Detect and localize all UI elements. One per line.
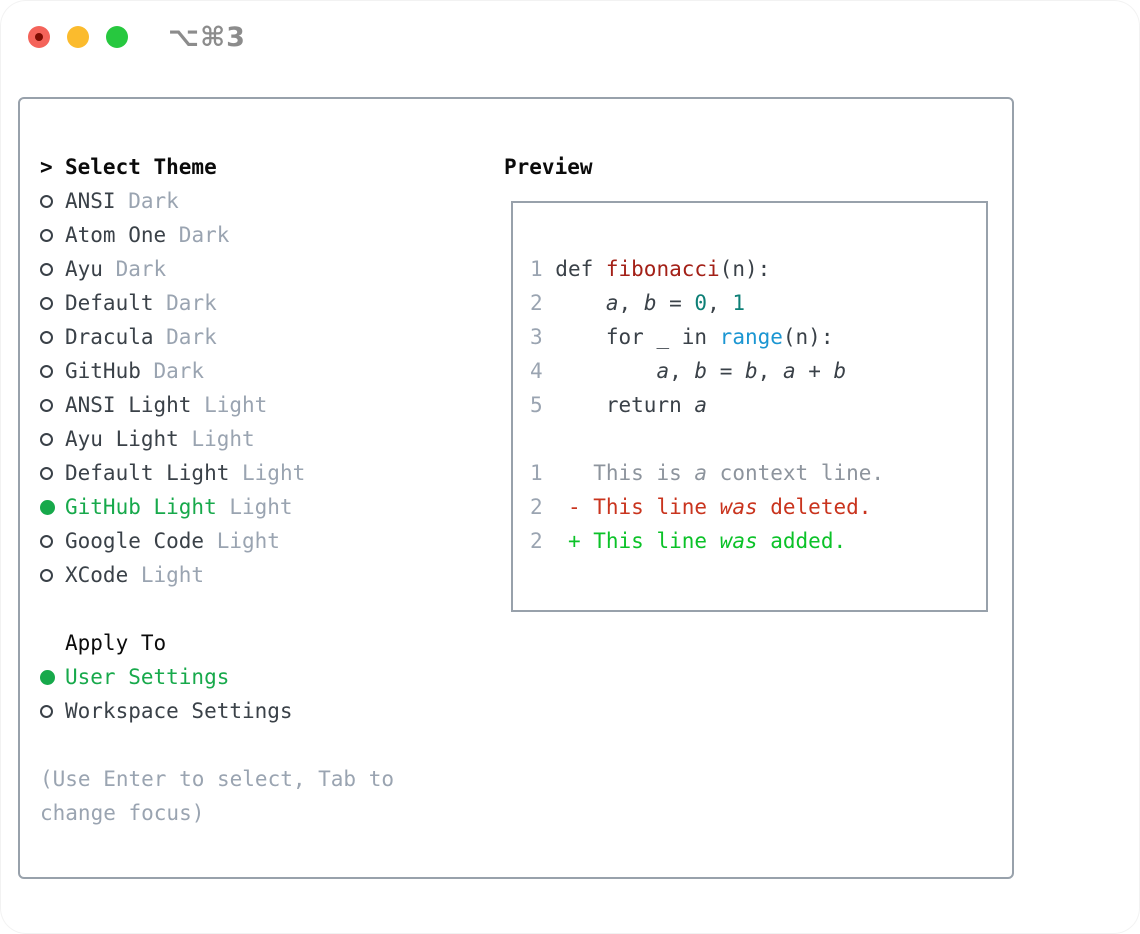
radio-unselected-icon <box>40 466 65 480</box>
radio-unselected-icon <box>40 534 65 548</box>
code-line: 2 a, b = 0, 1 <box>530 291 746 315</box>
apply-option[interactable]: Workspace Settings <box>40 694 420 728</box>
theme-option[interactable]: Ayu Light Light <box>40 422 420 456</box>
option-variant-tag: Dark <box>166 325 217 349</box>
theme-option[interactable]: Dracula Dark <box>40 320 420 354</box>
option-label: ANSI Light <box>65 393 192 417</box>
code-line: 5 return a <box>530 393 708 417</box>
code-line: 1 def fibonacci(n): <box>530 257 771 281</box>
option-label: GitHub <box>65 359 141 383</box>
code-line <box>530 422 986 456</box>
theme-option[interactable]: XCode Light <box>40 558 420 592</box>
option-label: Workspace Settings <box>65 699 293 723</box>
option-label: XCode <box>65 563 129 587</box>
code-line: 1 This is a context line. <box>530 461 885 485</box>
prompt-icon: > <box>40 155 53 179</box>
radio-unselected-icon <box>40 228 65 242</box>
option-label: Atom One <box>65 223 167 247</box>
option-label: Default <box>65 291 154 315</box>
window-shortcut-label: ⌥⌘3 <box>168 22 246 53</box>
code-lines: 1 def fibonacci(n): 2 a, b = 0, 1 3 for _ … <box>530 252 986 558</box>
option-variant-tag: Light <box>191 427 255 451</box>
preview-code-box: 1 def fibonacci(n): 2 a, b = 0, 1 3 for _ … <box>511 201 988 612</box>
option-variant-tag: Light <box>140 563 205 587</box>
minimize-button[interactable] <box>67 26 89 48</box>
theme-option[interactable]: Ayu Dark <box>40 252 420 286</box>
option-label: Default Light <box>65 461 230 485</box>
option-variant-tag: Light <box>216 529 280 553</box>
theme-option[interactable]: Atom One Dark <box>40 218 420 252</box>
option-label: User Settings <box>65 665 230 689</box>
theme-option[interactable]: GitHub Light Light <box>40 490 420 524</box>
code-line: 4 a, b = b, a + b <box>530 359 847 383</box>
option-variant-tag: Dark <box>153 359 205 383</box>
option-variant-tag: Dark <box>115 257 167 281</box>
radio-unselected-icon <box>40 364 65 378</box>
code-line: 2 - This line was deleted. <box>530 495 872 519</box>
radio-unselected-icon <box>40 398 65 412</box>
code-line: 3 for _ in range(n): <box>530 325 834 349</box>
radio-unselected-icon <box>40 262 65 276</box>
option-label: ANSI <box>65 189 116 213</box>
radio-unselected-icon <box>40 296 65 310</box>
select-theme-title: Select Theme <box>65 155 217 179</box>
apply-to-header: Apply To <box>65 631 167 655</box>
radio-unselected-icon <box>40 432 65 446</box>
titlebar: ⌥⌘3 <box>0 0 1140 74</box>
option-variant-tag: Dark <box>178 223 230 247</box>
option-variant-tag: Dark <box>128 189 179 213</box>
option-variant-tag: Light <box>204 393 268 417</box>
theme-option[interactable]: Google Code Light <box>40 524 420 558</box>
select-theme-header: > Select Theme <box>40 150 420 184</box>
option-label: Dracula <box>65 325 154 349</box>
radio-unselected-icon <box>40 194 65 208</box>
option-variant-tag: Light <box>242 461 306 485</box>
preview-header: Preview <box>504 155 593 179</box>
option-variant-tag: Dark <box>166 291 217 315</box>
apply-option[interactable]: User Settings <box>40 660 420 694</box>
radio-selected-icon <box>40 669 65 685</box>
radio-unselected-icon <box>40 704 65 718</box>
option-label: Ayu <box>65 257 103 281</box>
option-label: GitHub Light <box>65 495 217 519</box>
theme-option[interactable]: ANSI Light Light <box>40 388 420 422</box>
radio-selected-icon <box>40 499 65 515</box>
option-variant-tag: Light <box>229 495 293 519</box>
keyboard-hint: (Use Enter to select, Tab to change focu… <box>40 767 395 825</box>
option-label: Ayu Light <box>65 427 179 451</box>
close-button[interactable] <box>28 26 50 48</box>
code-line: 2 + This line was added. <box>530 529 847 553</box>
radio-unselected-icon <box>40 330 65 344</box>
theme-option[interactable]: Default Dark <box>40 286 420 320</box>
theme-option[interactable]: ANSI Dark <box>40 184 420 218</box>
theme-option[interactable]: GitHub Dark <box>40 354 420 388</box>
radio-unselected-icon <box>40 568 65 582</box>
theme-option[interactable]: Default Light Light <box>40 456 420 490</box>
zoom-button[interactable] <box>106 26 128 48</box>
option-label: Google Code <box>65 529 205 553</box>
